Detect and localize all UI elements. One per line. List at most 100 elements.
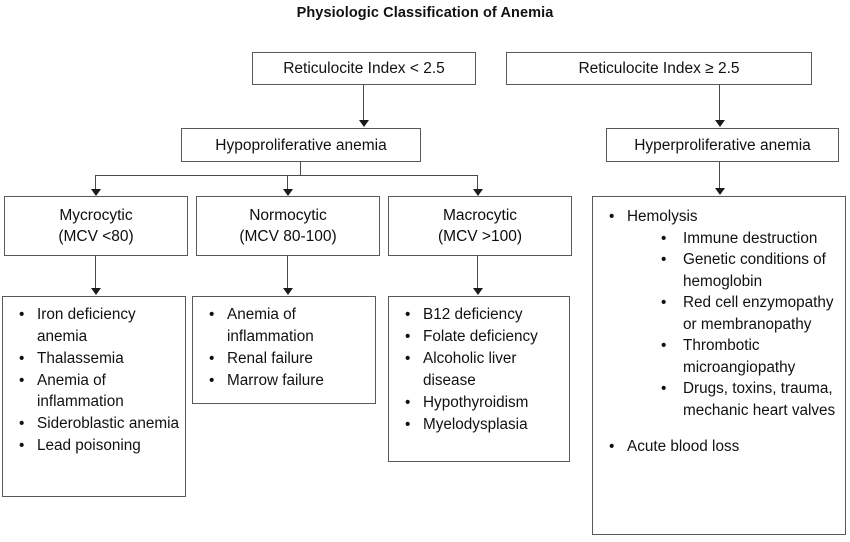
connector-hypo-bus: [95, 175, 478, 177]
bullet-icon: •: [661, 337, 667, 354]
list-item-label: Lead poisoning: [37, 437, 141, 454]
list-item[interactable]: • Alcoholic liver disease: [397, 348, 563, 391]
list-item[interactable]: • Lead poisoning: [11, 435, 179, 457]
list-item[interactable]: • Anemia of inflammation: [11, 370, 179, 413]
connector-normocytic-to-causes: [287, 256, 289, 290]
list-subitem[interactable]: • Red cell enzymopathy or membranopathy: [653, 292, 839, 335]
list-item[interactable]: • Thalassemia: [11, 348, 179, 370]
list-item[interactable]: • Marrow failure: [201, 370, 369, 392]
list-item-label: Anemia of inflammation: [37, 371, 124, 411]
list-item-label: Anemia of inflammation: [227, 306, 314, 345]
list-subitem-label: Red cell enzymopathy or membranopathy: [683, 294, 834, 333]
list-subitem-label: Immune destruction: [683, 229, 818, 247]
list-item-label: Alcoholic liver disease: [423, 350, 517, 389]
list-item[interactable]: • Renal failure: [201, 348, 369, 370]
list-normocytic-causes[interactable]: • Anemia of inflammation • Renal failure •…: [192, 296, 376, 404]
list-item[interactable]: •Hypothyroidism: [397, 392, 563, 414]
bullet-icon: •: [405, 415, 411, 433]
arrowhead-retic-high-to-hyper: [714, 120, 725, 127]
list-hyperproliferative-causes[interactable]: • Hemolysis • Immune destruction •Genetic…: [592, 196, 846, 535]
bullet-icon: •: [19, 415, 25, 432]
list-item[interactable]: • Sideroblastic anemia: [11, 413, 179, 435]
bullet-icon: •: [209, 371, 215, 389]
list-item-label: Myelodysplasia: [423, 415, 528, 433]
node-microcytic[interactable]: Mycrocytic (MCV <80): [4, 196, 188, 256]
connector-hypo-to-macrocytic: [477, 175, 479, 190]
arrowhead-hypo-to-microcytic: [90, 189, 101, 196]
connector-retic-high-to-hyper: [719, 85, 721, 121]
list-item[interactable]: • Anemia of inflammation: [201, 304, 369, 347]
bullet-icon: •: [661, 229, 667, 247]
bullet-icon: •: [609, 438, 615, 455]
list-subitem[interactable]: •Drugs, toxins, trauma, mechanic heart v…: [653, 378, 839, 421]
node-macrocytic-label-line1: Macrocytic: [442, 207, 518, 224]
list-item[interactable]: •Iron deficiency anemia: [11, 304, 179, 347]
arrowhead-normocytic-to-causes: [282, 288, 293, 295]
node-normocytic-label-line1: Normocytic: [249, 207, 327, 224]
microcytic-causes-items: •Iron deficiency anemia •Thalassemia •An…: [11, 304, 179, 457]
list-item-label: Folate deficiency: [423, 328, 538, 345]
node-macrocytic[interactable]: Macrocytic (MCV >100): [388, 196, 572, 256]
node-reticulocyte-index-low[interactable]: Reticulocite Index < 2.5: [252, 52, 476, 85]
list-item-label: Thalassemia: [37, 349, 124, 367]
list-item-label: Acute blood loss: [627, 438, 740, 455]
connector-retic-low-to-hypo: [363, 85, 365, 121]
node-reticulocyte-index-high-label: Reticulocite Index ≥ 2.5: [578, 60, 740, 77]
list-item-label: Hemolysis: [627, 208, 698, 225]
list-macrocytic-causes[interactable]: • B12 deficiency • Folate deficiency • Alco…: [388, 296, 570, 462]
node-hyperproliferative-anemia-label: Hyperproliferative anemia: [634, 136, 811, 154]
list-item-acute-blood-loss[interactable]: • Acute blood loss: [601, 436, 839, 458]
arrowhead-macrocytic-to-causes: [472, 288, 483, 295]
connector-hypo-stem: [300, 162, 302, 176]
list-item[interactable]: • Myelodysplasia: [397, 414, 563, 436]
connector-hypo-to-normocytic: [287, 175, 289, 190]
arrowhead-hypo-to-normocytic: [282, 189, 293, 196]
connector-hypo-to-microcytic: [95, 175, 97, 190]
node-normocytic-label-line2: (MCV 80-100): [239, 228, 337, 245]
bullet-icon: •: [209, 349, 215, 367]
list-item-label: Marrow failure: [227, 371, 324, 389]
node-hypoproliferative-anemia-label: Hypoproliferative anemia: [215, 136, 387, 154]
bullet-icon: •: [405, 350, 411, 367]
list-item[interactable]: • B12 deficiency: [397, 304, 563, 326]
bullet-icon: •: [661, 294, 667, 311]
arrowhead-hypo-to-macrocytic: [472, 189, 483, 196]
bullet-icon: •: [609, 208, 615, 225]
bullet-icon: •: [405, 306, 411, 323]
node-normocytic[interactable]: Normocytic (MCV 80-100): [196, 196, 380, 256]
node-hyperproliferative-anemia[interactable]: Hyperproliferative anemia: [606, 128, 839, 162]
list-microcytic-causes[interactable]: •Iron deficiency anemia •Thalassemia •An…: [2, 296, 186, 497]
connector-macrocytic-to-causes: [477, 256, 479, 290]
node-macrocytic-label-line2: (MCV >100): [438, 228, 522, 245]
node-hypoproliferative-anemia[interactable]: Hypoproliferative anemia: [181, 128, 421, 162]
list-subitem[interactable]: • Thrombotic microangiopathy: [653, 335, 839, 378]
arrowhead-hyper-to-causes: [714, 188, 725, 195]
bullet-icon: •: [661, 251, 667, 268]
bullet-icon: •: [19, 371, 25, 389]
hemolysis-subcauses-items: • Immune destruction •Genetic conditions …: [653, 228, 839, 422]
node-microcytic-label-line1: Mycrocytic: [59, 207, 133, 224]
bullet-icon: •: [19, 437, 25, 454]
page-title: Physiologic Classification of Anemia: [296, 5, 554, 21]
list-subitem-label: Thrombotic microangiopathy: [683, 337, 796, 376]
list-item-label: Iron deficiency anemia: [37, 306, 136, 345]
bullet-icon: •: [405, 328, 411, 345]
list-item[interactable]: • Folate deficiency: [397, 326, 563, 348]
bullet-icon: •: [19, 349, 25, 367]
bullet-icon: •: [661, 380, 667, 397]
arrowhead-retic-low-to-hypo: [358, 120, 369, 127]
node-reticulocyte-index-high[interactable]: Reticulocite Index ≥ 2.5: [506, 52, 812, 85]
list-item-hemolysis[interactable]: • Hemolysis • Immune destruction •Genetic…: [601, 206, 839, 421]
bullet-icon: •: [209, 306, 215, 323]
hyperproliferative-causes-items: • Hemolysis • Immune destruction •Genetic…: [601, 206, 839, 458]
list-item-label: B12 deficiency: [423, 306, 523, 323]
arrowhead-microcytic-to-causes: [90, 288, 101, 295]
node-reticulocyte-index-low-label: Reticulocite Index < 2.5: [283, 60, 445, 77]
bullet-icon: •: [405, 393, 411, 411]
list-item-label: Sideroblastic anemia: [37, 415, 179, 432]
node-microcytic-label-line2: (MCV <80): [58, 228, 134, 245]
list-subitem[interactable]: •Genetic conditions of hemoglobin: [653, 249, 839, 292]
list-item-label: Renal failure: [227, 349, 313, 367]
list-subitem[interactable]: • Immune destruction: [653, 228, 839, 250]
